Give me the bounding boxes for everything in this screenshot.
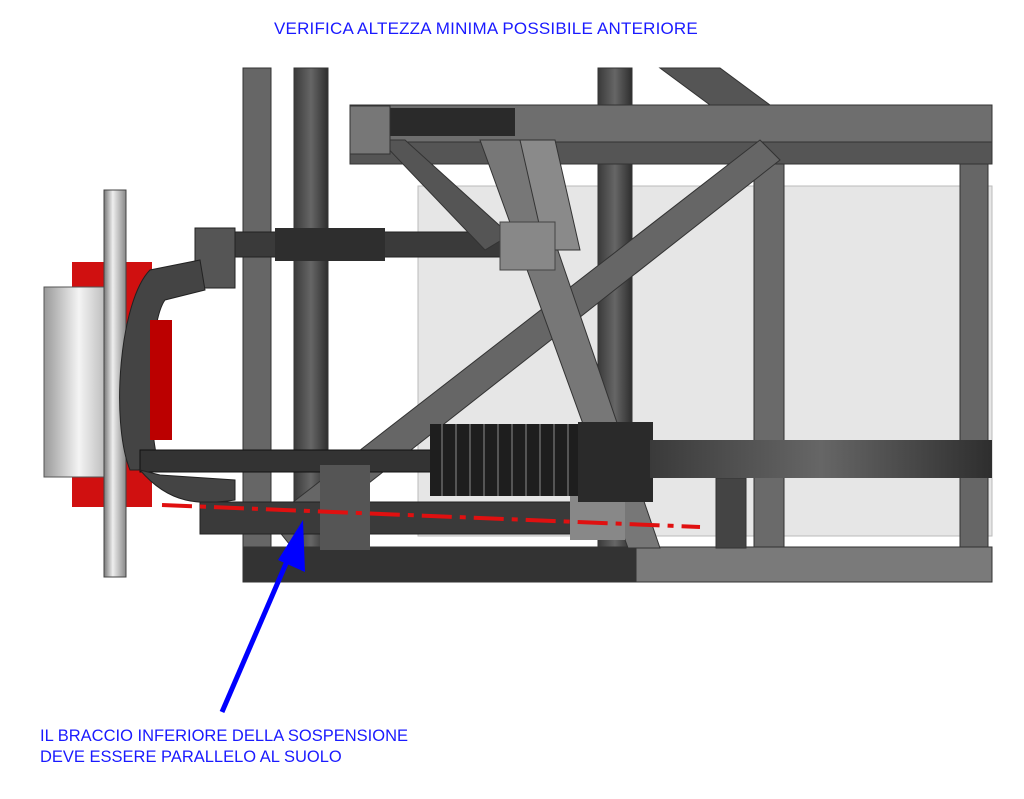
- steering-rack: [430, 422, 992, 502]
- annotation-line-2: DEVE ESSERE PARALLELO AL SUOLO: [40, 748, 342, 766]
- upper-control-arm: [194, 105, 556, 289]
- ground-parallel-reference-line: [161, 503, 701, 529]
- lower-control-arm: [138, 449, 625, 550]
- wheel-hub-assembly: [43, 189, 206, 578]
- annotation-line-1: IL BRACCIO INFERIORE DELLA SOSPENSIONE: [40, 727, 408, 745]
- callout-arrow: [219, 520, 305, 713]
- diagram-title: VERIFICA ALTEZZA MINIMA POSSIBILE ANTERI…: [274, 19, 698, 38]
- chassis-frame: [242, 67, 993, 583]
- annotation-note: IL BRACCIO INFERIORE DELLA SOSPENSIONE D…: [40, 726, 408, 768]
- rack-boot: [430, 424, 580, 496]
